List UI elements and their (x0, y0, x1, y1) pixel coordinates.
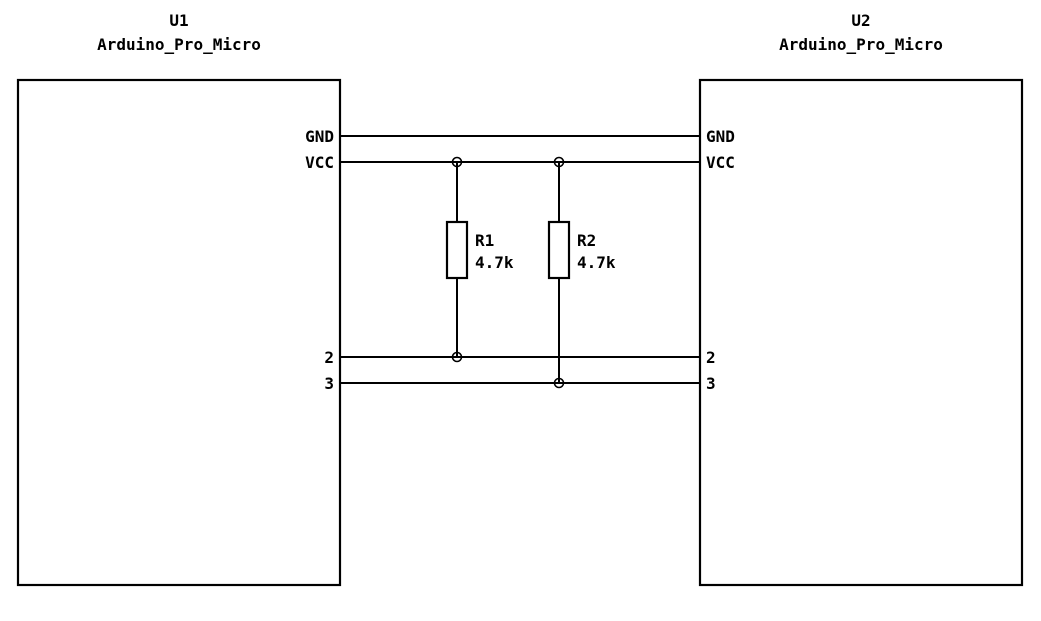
component-u2-ref: U2 (851, 11, 870, 30)
resistor-r1-value: 4.7k (475, 253, 514, 272)
u2-pin-label-vcc: VCC (706, 153, 735, 172)
resistor-r2-value: 4.7k (577, 253, 616, 272)
junction-r1-vcc (451, 156, 463, 168)
component-u1-value: Arduino_Pro_Micro (97, 35, 261, 54)
resistor-r2-ref: R2 (577, 231, 596, 250)
u1-pin-label-gnd: GND (305, 127, 334, 146)
component-u2-body (698, 78, 1024, 587)
junction-r2-pin3 (553, 377, 565, 389)
resistor-r1-ref: R1 (475, 231, 494, 250)
u2-pin-label-3: 3 (706, 374, 716, 393)
u1-pin-label-vcc: VCC (305, 153, 334, 172)
junction-r2-vcc (553, 156, 565, 168)
resistor-r2-body (547, 220, 571, 280)
u2-pin-label-2: 2 (706, 348, 716, 367)
resistor-r1-body (445, 220, 469, 280)
component-u2-value: Arduino_Pro_Micro (779, 35, 943, 54)
junction-r1-pin2 (451, 351, 463, 363)
u1-pin-label-3: 3 (324, 374, 334, 393)
component-u1-body (16, 78, 342, 587)
u2-pin-label-gnd: GND (706, 127, 735, 146)
u1-pin-label-2: 2 (324, 348, 334, 367)
component-u1-ref: U1 (169, 11, 188, 30)
